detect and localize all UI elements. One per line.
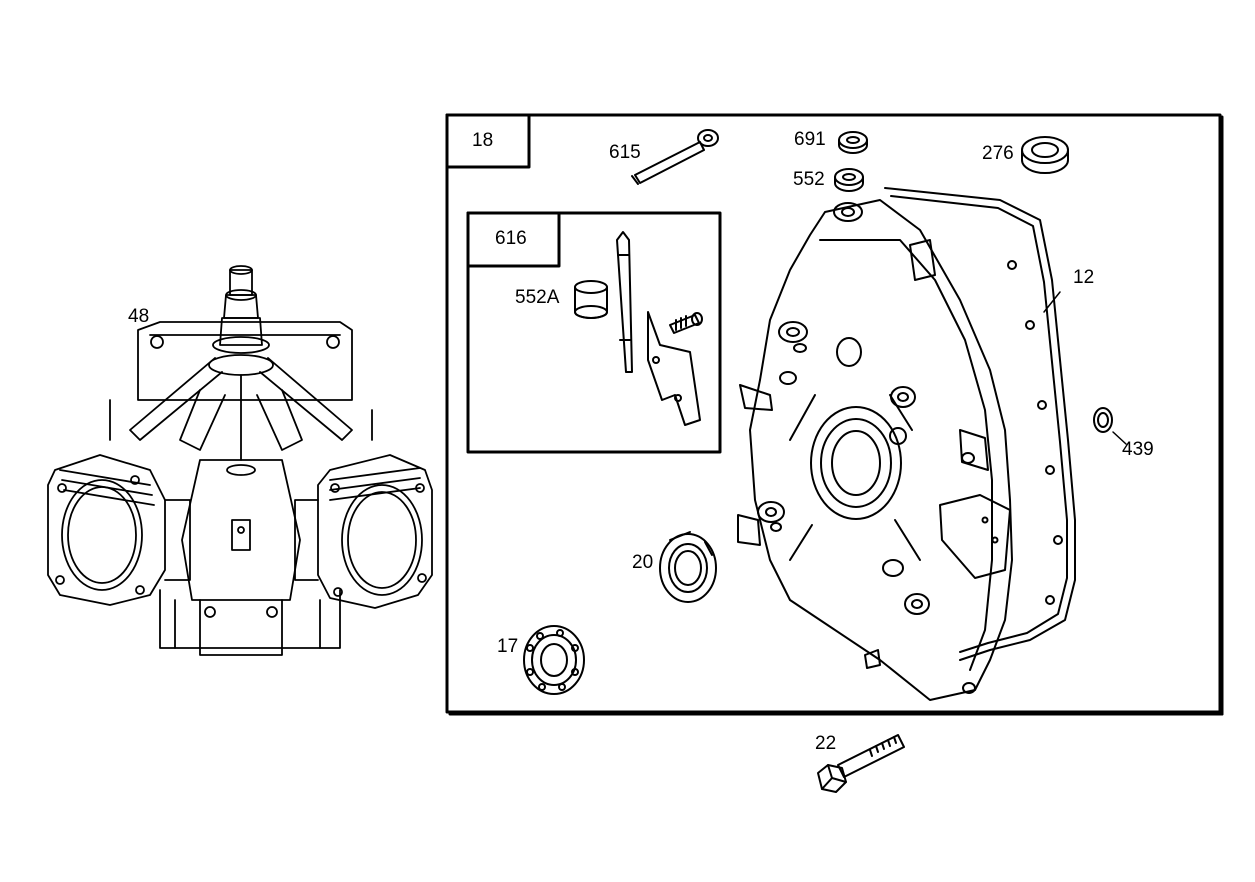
sub-kit-box-616 [466,211,722,454]
callout-22: 22 [815,733,837,754]
bearing-20 [659,531,717,603]
callout-12: 12 [1073,267,1095,288]
callout-552: 552 [793,169,825,190]
callout-439: 439 [1122,439,1154,460]
bushing-552a [574,280,608,319]
leader-lines [1043,291,1127,445]
crankcase-cover [737,199,1013,701]
callout-691: 691 [794,129,826,150]
oil-seal-276 [1021,136,1069,174]
bolt-22 [817,734,905,793]
lever-615 [631,129,719,185]
callout-48: 48 [128,306,150,327]
bearing-17 [523,625,585,695]
callout-276: 276 [982,143,1014,164]
callout-17: 17 [497,636,519,657]
seal-552 [834,168,864,192]
callout-552a: 552A [515,287,560,308]
kit-box-label: 18 [472,130,494,151]
gasket-12 [884,187,1076,661]
sub-kit-box-label: 616 [495,228,527,249]
washer-691 [838,131,868,154]
callout-615: 615 [609,142,641,163]
engine-block-48 [47,265,433,656]
kit-box-18 [445,113,1224,716]
oring-439 [1093,407,1113,433]
callout-20: 20 [632,552,654,573]
governor-parts-616 [616,231,703,426]
